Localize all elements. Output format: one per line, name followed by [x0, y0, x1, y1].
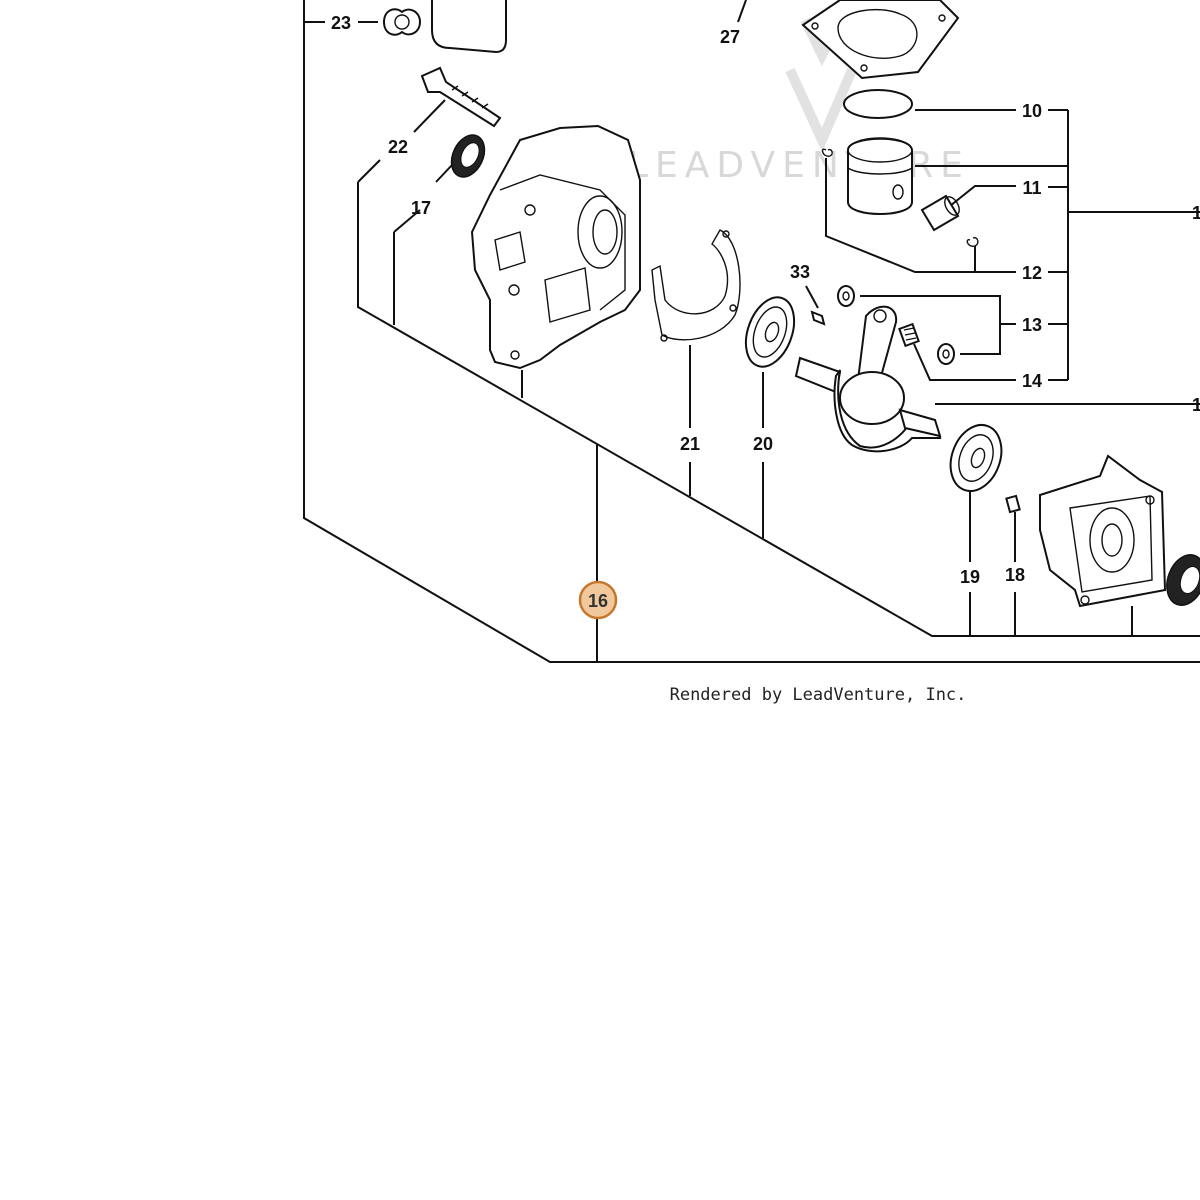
needle-bearing-part-14 — [898, 322, 920, 348]
callout-16-highlighted[interactable]: 16 — [578, 580, 618, 620]
callout-15[interactable]: 1 — [1192, 395, 1200, 415]
callout-22[interactable]: 22 — [388, 137, 408, 157]
oil-seal-part-17 — [450, 134, 486, 178]
carb-gasket-part-23 — [382, 8, 422, 36]
callout-labels: 23 27 10 22 17 11 1 12 33 13 14 1 21 20 … — [331, 13, 1200, 587]
piston-ring-part-10 — [843, 89, 913, 119]
crankcase-gasket-part-21 — [651, 229, 741, 342]
bearing-part-20 — [744, 296, 796, 368]
callout-16[interactable]: 16 — [588, 591, 608, 611]
callout-23[interactable]: 23 — [331, 13, 351, 33]
leader-lines — [303, 0, 1200, 663]
callout-10[interactable]: 10 — [1022, 101, 1042, 121]
callout-27[interactable]: 27 — [720, 27, 740, 47]
piston-pin-part-11 — [920, 194, 960, 232]
woodruff-key-part-33 — [810, 310, 826, 326]
crankcase-housing-part — [470, 124, 641, 370]
cylinder-edge-part — [431, 0, 507, 54]
cylinder-gasket-part-27 — [801, 0, 960, 80]
washer-part-13 — [837, 285, 955, 365]
oil-seal-part — [1166, 554, 1200, 606]
callout-11[interactable]: 11 — [1022, 178, 1041, 198]
callout-21[interactable]: 21 — [680, 434, 700, 454]
piston-part — [847, 137, 913, 215]
render-credit: Rendered by LeadVenture, Inc. — [670, 685, 967, 705]
callout-9[interactable]: 1 — [1192, 203, 1200, 223]
callout-33[interactable]: 33 — [790, 262, 810, 282]
callout-14[interactable]: 14 — [1022, 371, 1042, 391]
callout-13[interactable]: 13 — [1022, 315, 1042, 335]
callout-19[interactable]: 19 — [960, 567, 980, 587]
callout-12[interactable]: 12 — [1022, 263, 1042, 283]
circlip-part-12 — [821, 148, 979, 247]
highlight-marker[interactable] — [578, 580, 618, 620]
bearing-part-19 — [949, 424, 1003, 492]
bolt-part-22 — [420, 66, 502, 128]
callout-18[interactable]: 18 — [1005, 565, 1025, 585]
crankcase-half-part — [1039, 454, 1167, 608]
crankshaft-part — [794, 305, 942, 453]
dowel-pin-part-18 — [1005, 494, 1021, 514]
callout-20[interactable]: 20 — [753, 434, 773, 454]
callout-17[interactable]: 17 — [411, 198, 431, 218]
